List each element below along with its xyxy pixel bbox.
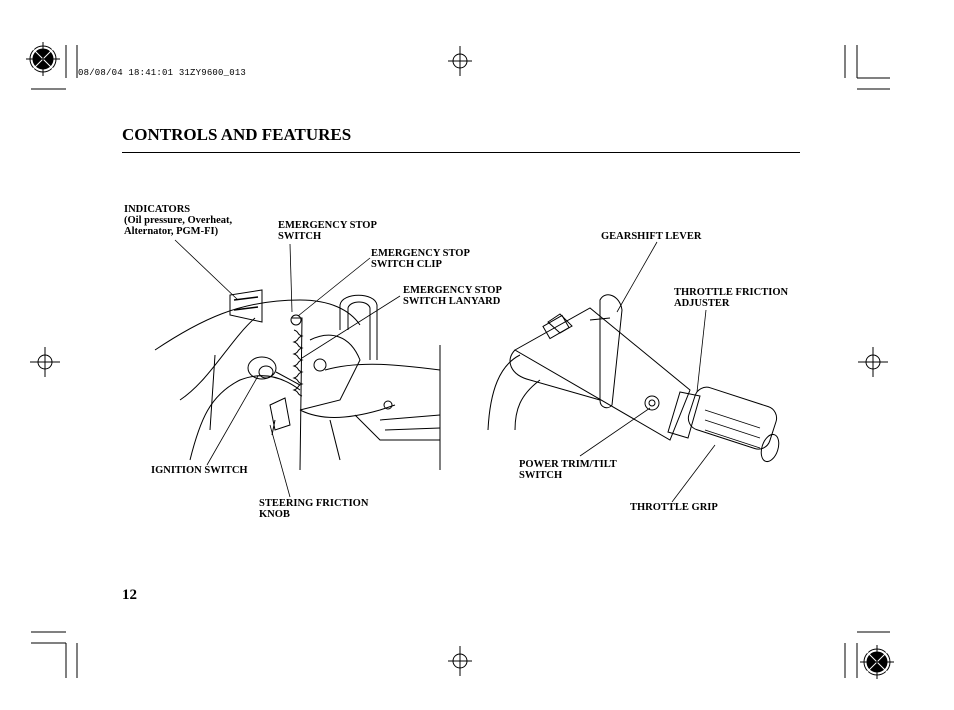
callout-gearshift-lever: GEARSHIFT LEVER bbox=[601, 231, 702, 242]
callout-power-trim-tilt-switch: POWER TRIM/TILT SWITCH bbox=[519, 459, 617, 481]
callout-ignition-switch: IGNITION SWITCH bbox=[151, 465, 248, 476]
callout-steering-friction-knob: STEERING FRICTION KNOB bbox=[259, 498, 369, 520]
starburst-registration-icon bbox=[860, 645, 894, 679]
callout-throttle-grip: THROTTLE GRIP bbox=[630, 502, 718, 513]
section-title: CONTROLS AND FEATURES bbox=[122, 125, 352, 144]
callout-emergency-stop-switch: EMERGENCY STOP SWITCH bbox=[278, 220, 377, 242]
callout-throttle-friction-adjuster: THROTTLE FRICTION ADJUSTER bbox=[674, 287, 789, 309]
crop-marks bbox=[31, 45, 890, 678]
engine-cover-illustration bbox=[154, 289, 441, 471]
starburst-registration-icon bbox=[26, 42, 60, 76]
leader-lines bbox=[174, 239, 716, 503]
title-rule bbox=[122, 152, 800, 153]
page-number: 12 bbox=[122, 587, 137, 603]
callout-indicators: INDICATORS (Oil pressure, Overheat, Alte… bbox=[124, 204, 233, 237]
registration-target-icon bbox=[448, 646, 472, 676]
callout-emergency-stop-switch-clip: EMERGENCY STOP SWITCH CLIP bbox=[371, 248, 470, 270]
callout-emergency-stop-switch-lanyard: EMERGENCY STOP SWITCH LANYARD bbox=[403, 285, 502, 307]
registration-target-icon bbox=[448, 46, 472, 76]
registration-target-icon bbox=[858, 347, 888, 377]
print-stamp: 08/08/04 18:41:01 31ZY9600_013 bbox=[78, 68, 247, 78]
registration-target-icon bbox=[30, 347, 60, 377]
tiller-handle-illustration bbox=[487, 294, 780, 463]
